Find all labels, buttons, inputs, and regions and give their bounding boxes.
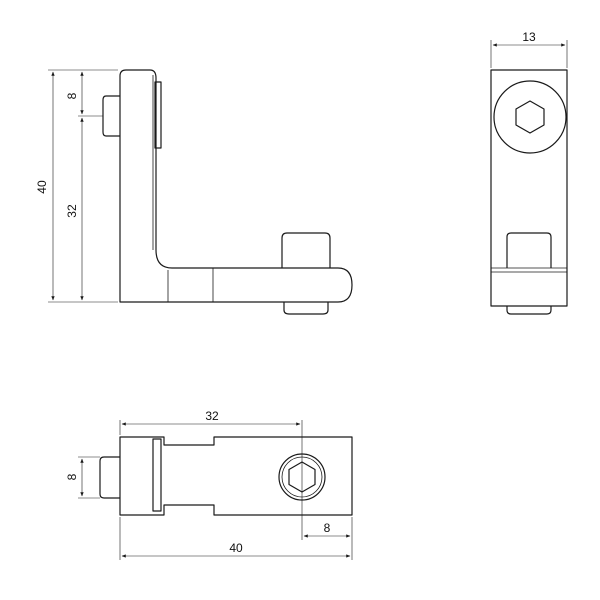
top-dim-8v-label: 8 <box>65 473 79 480</box>
front-view: 40 32 8 <box>35 69 353 315</box>
front-dim-40-label: 40 <box>35 180 49 194</box>
side-vertical-bolt <box>506 232 552 268</box>
front-washer <box>154 81 162 149</box>
top-dim-32-label: 32 <box>205 409 219 423</box>
top-view: 32 8 8 40 <box>65 409 353 560</box>
top-side-bolt <box>99 456 120 499</box>
top-bracket-outline <box>119 436 353 516</box>
top-dim-8h-label: 8 <box>324 521 331 535</box>
front-vertical-bolt-bottom <box>283 302 329 315</box>
side-view: 13 <box>490 30 568 315</box>
side-body <box>490 69 568 307</box>
side-bolt-head <box>493 80 567 154</box>
side-vertical-bolt-bottom <box>506 306 552 315</box>
front-dim-32-label: 32 <box>65 204 79 218</box>
top-dim-40-label: 40 <box>229 541 243 555</box>
top-washer <box>152 438 162 512</box>
front-vertical-bolt <box>281 232 331 268</box>
front-bracket-outline <box>119 69 353 303</box>
side-dim-13-label: 13 <box>522 30 536 44</box>
front-side-bolt <box>102 95 120 137</box>
hex-socket-icon <box>515 100 545 134</box>
front-dim-8-label: 8 <box>65 92 79 99</box>
